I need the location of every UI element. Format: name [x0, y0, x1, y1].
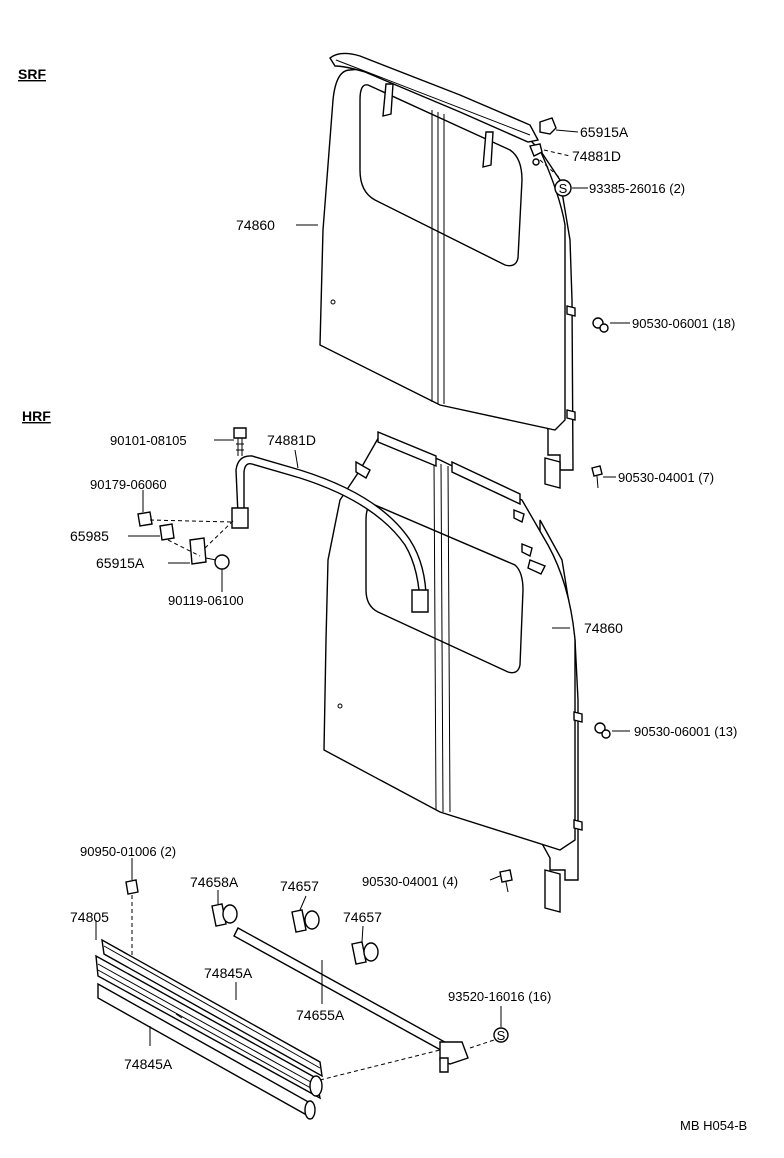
- bearing-74657-a: [291, 909, 320, 933]
- bolt-90101-08105: [233, 427, 247, 456]
- label-65985: 65985: [70, 528, 109, 544]
- nut-90179-06060: [137, 511, 153, 527]
- label-74805: 74805: [70, 909, 109, 925]
- label-90530-06001-18: 90530-06001 (18): [632, 316, 735, 331]
- s-mark-93520: S: [493, 1027, 509, 1043]
- clip-65985: [159, 523, 175, 541]
- label-93385: 93385-26016 (2): [589, 181, 685, 196]
- screw-dot-top: [532, 158, 540, 166]
- label-90101-08105: 90101-08105: [110, 433, 187, 448]
- s-mark-93385: S: [554, 179, 572, 197]
- label-74845a-top: 74845A: [204, 965, 253, 981]
- s-mark-93520-text: S: [497, 1028, 506, 1043]
- label-74845a-bottom: 74845A: [124, 1056, 173, 1072]
- label-65915a-top: 65915A: [580, 124, 629, 140]
- bracket-65915a-mid: [189, 537, 207, 565]
- label-74881d-top: 74881D: [572, 148, 621, 164]
- clip-65915a-top: [539, 117, 557, 135]
- bearing-74658a: [211, 903, 238, 927]
- screw-90530-04001-bottom: [499, 869, 513, 893]
- rail-74845a-bottom: [97, 982, 316, 1120]
- bearing-74657-b: [351, 941, 379, 965]
- clip-74881d-top: [529, 143, 543, 157]
- section-hrf-label: HRF: [22, 408, 51, 424]
- screw-90530-04001-top: [591, 465, 603, 489]
- label-90950-01006: 90950-01006 (2): [80, 844, 176, 859]
- panel-74860-srf: [319, 52, 576, 489]
- label-90530-06001-13: 90530-06001 (13): [634, 724, 737, 739]
- label-65915a-mid: 65915A: [96, 555, 145, 571]
- bar-74881d-mid: [231, 455, 429, 613]
- footer-code: MB H054-B: [680, 1118, 747, 1133]
- label-74657-a: 74657: [280, 878, 319, 894]
- section-srf-label: SRF: [18, 66, 46, 82]
- label-74657-b: 74657: [343, 909, 382, 925]
- label-74658a: 74658A: [190, 874, 239, 890]
- label-90530-04001-7: 90530-04001 (7): [618, 470, 714, 485]
- label-74860-mid: 74860: [584, 620, 623, 636]
- bolt-90119-06100: [205, 554, 230, 570]
- label-74655a: 74655A: [296, 1007, 345, 1023]
- rail-74805: [101, 938, 323, 1078]
- label-74860-top: 74860: [236, 217, 275, 233]
- panel-74860-hrf: [323, 430, 583, 913]
- label-90119-06100: 90119-06100: [168, 593, 244, 608]
- nut-90950-01006: [125, 879, 139, 895]
- rail-74845a-top: [95, 954, 323, 1100]
- grommet-90530-06001-top: [592, 317, 609, 333]
- rod-74655a: [233, 927, 469, 1073]
- grommet-90530-06001-mid: [594, 722, 611, 739]
- label-90530-04001-4: 90530-04001 (4): [362, 874, 458, 889]
- s-mark-93385-text: S: [559, 181, 568, 196]
- label-74881d-mid: 74881D: [267, 432, 316, 448]
- label-90179-06060: 90179-06060: [90, 477, 167, 492]
- label-93520-16016: 93520-16016 (16): [448, 989, 551, 1004]
